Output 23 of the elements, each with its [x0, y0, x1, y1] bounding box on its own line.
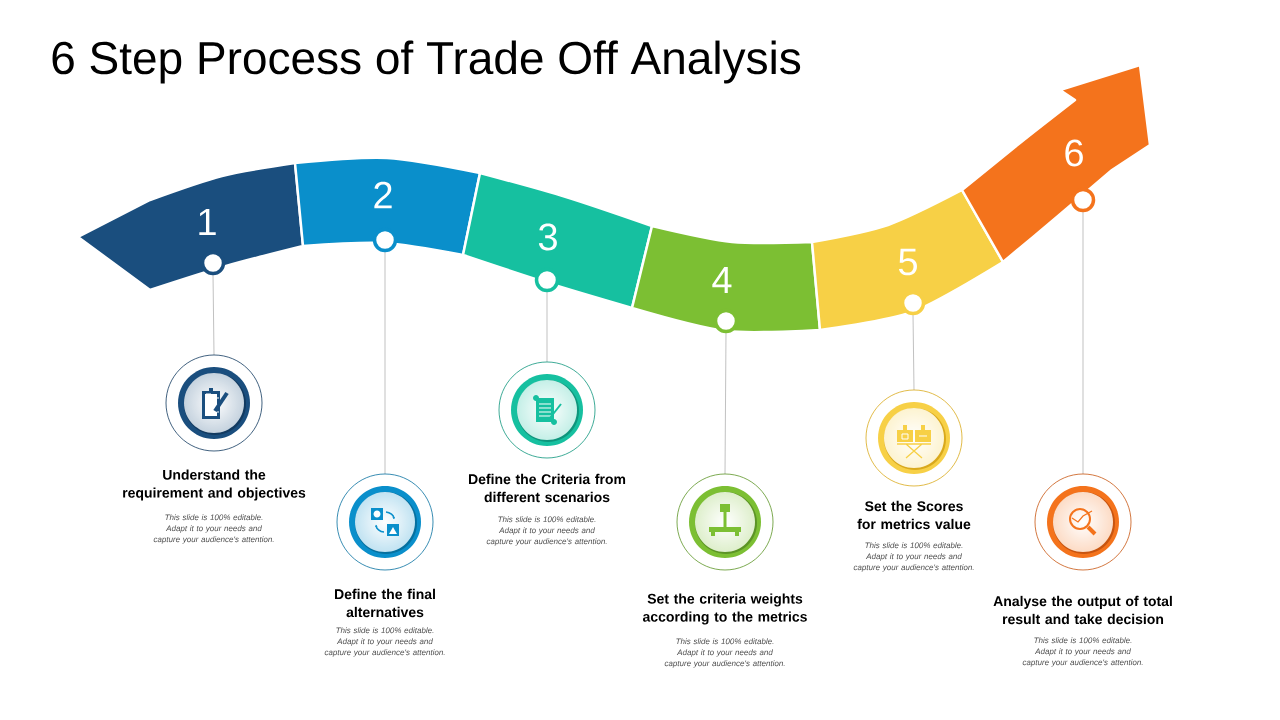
step-heading: Set the Scores for metrics value [857, 500, 971, 530]
arrow-segment: 1 [76, 161, 305, 292]
arrow-segment: 5 [810, 188, 1005, 332]
step-heading: Understand the requirement and objectives [123, 469, 306, 501]
step-heading: Define the final alternatives [335, 588, 435, 618]
step-heading: Analyse the output of total result and take decision [993, 595, 1172, 625]
title: 6 Step Process of Trade Off Analysis [52, 40, 801, 84]
step-heading: Define the Criteria from different scenarios [469, 473, 626, 503]
step-description: This slide is 100% editable. Adapt it to your needs and capture your audience's attention. [153, 514, 274, 544]
step-description: This slide is 100% editable. Adapt it to your needs and capture your audience's attention. [664, 638, 785, 668]
leader-line [724, 331, 727, 475]
arrow-segment: 2 [293, 156, 482, 257]
step-description: This slide is 100% editable. Adapt it to your needs and capture your audience's attention. [853, 542, 974, 572]
step-description: This slide is 100% editable. Adapt it to your needs and capture your audience's attention. [1022, 637, 1143, 667]
leader-line [912, 313, 915, 391]
step-description: This slide is 100% editable. Adapt it to your needs and capture your audience's attention. [324, 627, 445, 657]
arrow-segment: 6 [960, 63, 1152, 264]
step-description: This slide is 100% editable. Adapt it to your needs and capture your audience's attention. [486, 516, 607, 546]
leader-line [212, 273, 215, 356]
step-dot [1070, 187, 1096, 213]
arrow-segment: 3 [461, 171, 654, 310]
step-heading: Set the criteria weights according to the metrics [642, 593, 807, 625]
arrow-segment: 4 [630, 224, 822, 334]
